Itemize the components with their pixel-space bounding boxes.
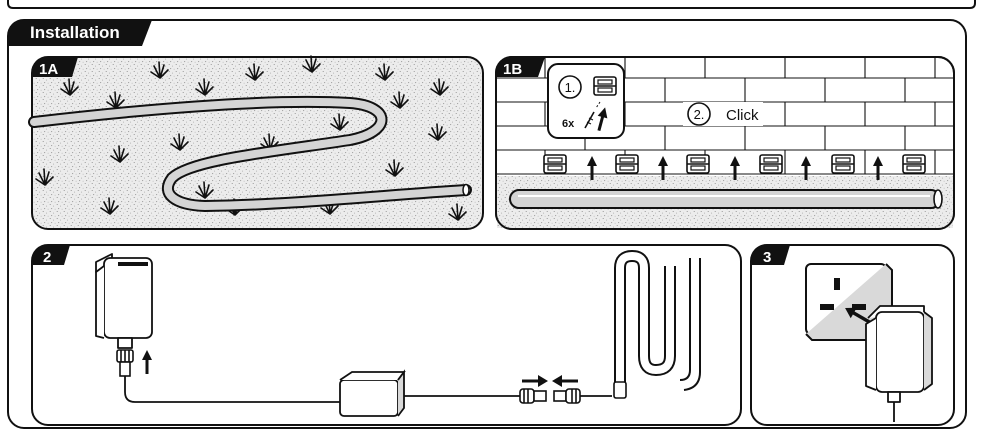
step-2-circle (687, 102, 711, 126)
click-label: Click (726, 107, 759, 124)
panel-1a: 1A (28, 55, 484, 230)
screw-icon (584, 111, 595, 129)
panel-1b-label: 1B (503, 61, 522, 78)
arrow-left-icon (845, 307, 871, 324)
connector-icon (553, 388, 581, 404)
panel-1b: 1B 1. 6x 2. Click (495, 56, 955, 230)
section-title: Installation (30, 23, 120, 42)
mounting-clip-icon (831, 154, 855, 174)
mounting-clip-icon (615, 154, 639, 174)
arrow-left-icon (552, 375, 578, 387)
mounting-clip-icon (759, 154, 783, 174)
clip-quantity: 6x (562, 118, 575, 130)
tube-light-icon (509, 189, 943, 209)
connector-icon (519, 388, 547, 404)
step-2-number: 2. (694, 107, 705, 122)
tube-light-icon (28, 95, 472, 212)
mounting-clip-icon (543, 154, 567, 174)
mounting-clip-icon (593, 76, 617, 96)
installation-title-tab (8, 20, 152, 46)
mounting-clip-icon (902, 154, 926, 174)
tube-light-icon (613, 250, 701, 399)
step-1-inset: 1. 6x (547, 63, 625, 139)
power-adapter-icon (95, 253, 153, 349)
control-box-icon (339, 369, 406, 417)
step-1-number: 1. (565, 80, 576, 95)
arrow-right-icon (522, 375, 548, 387)
panel-2-label: 2 (43, 249, 51, 266)
mounting-clip-icon (686, 154, 710, 174)
panel-3: 3 (750, 244, 955, 426)
panel-2: 2 (31, 244, 742, 426)
power-adapter-icon (865, 305, 933, 403)
panel-3-label: 3 (763, 249, 771, 266)
connector-icon (116, 349, 134, 377)
panel-1a-label: 1A (39, 61, 58, 78)
